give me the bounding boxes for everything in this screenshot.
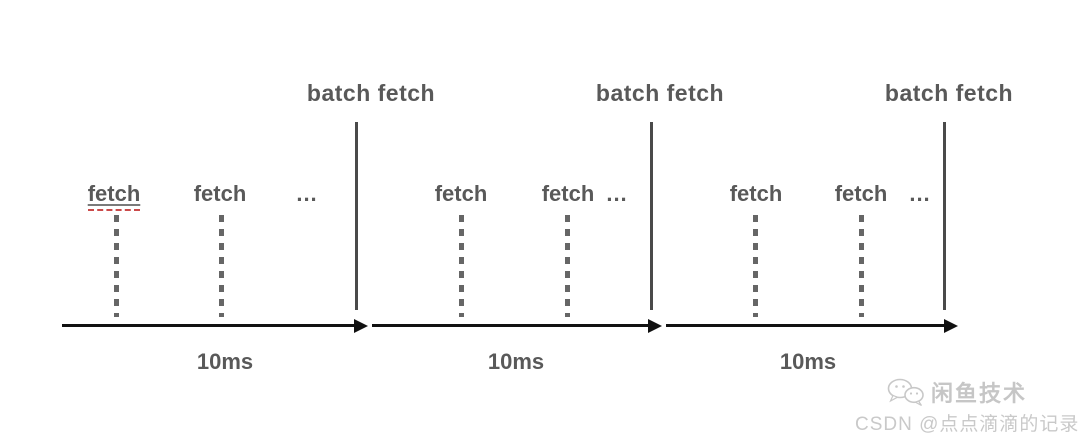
timeline-arrow-line	[372, 324, 649, 327]
duration-label: 10ms	[779, 349, 837, 374]
duration-label: 10ms	[196, 349, 254, 374]
fetch-dashed-line	[859, 215, 864, 317]
duration-label: 10ms	[487, 349, 545, 374]
batch-fetch-label: batch fetch	[884, 80, 1014, 106]
ellipsis-label: ...	[606, 181, 628, 206]
fetch-label: fetch	[74, 181, 154, 211]
fetch-label: fetch	[834, 181, 888, 206]
wechat-icon	[886, 377, 926, 408]
batch-fetch-line	[355, 122, 358, 310]
timeline-arrowhead-icon	[944, 318, 958, 333]
batch-fetch-line	[650, 122, 653, 310]
fetch-label-underlined: fetch	[87, 181, 141, 211]
ellipsis-label: ...	[296, 181, 318, 206]
fetch-dashed-line	[219, 215, 224, 317]
timeline-arrow-line	[62, 324, 355, 327]
timeline-arrowhead-icon	[648, 318, 662, 333]
ellipsis-label: ...	[909, 181, 931, 206]
fetch-dashed-line	[114, 215, 119, 317]
fetch-dashed-line	[565, 215, 570, 317]
fetch-dashed-line	[753, 215, 758, 317]
batch-fetch-label: batch fetch	[306, 80, 436, 106]
watermark-credit: CSDN @点点滴滴的记录	[855, 414, 1080, 435]
fetch-label: fetch	[541, 181, 595, 206]
watermark-brand: 闲鱼技术	[886, 376, 1027, 408]
fetch-label: fetch	[193, 181, 247, 206]
batch-fetch-line	[943, 122, 946, 310]
timeline-arrowhead-icon	[354, 318, 368, 333]
batch-fetch-label: batch fetch	[595, 80, 725, 106]
fetch-dashed-line	[459, 215, 464, 317]
timeline-arrow-line	[666, 324, 945, 327]
fetch-label: fetch	[434, 181, 488, 206]
watermark-brand-text: 闲鱼技术	[931, 381, 1028, 406]
fetch-label: fetch	[729, 181, 783, 206]
